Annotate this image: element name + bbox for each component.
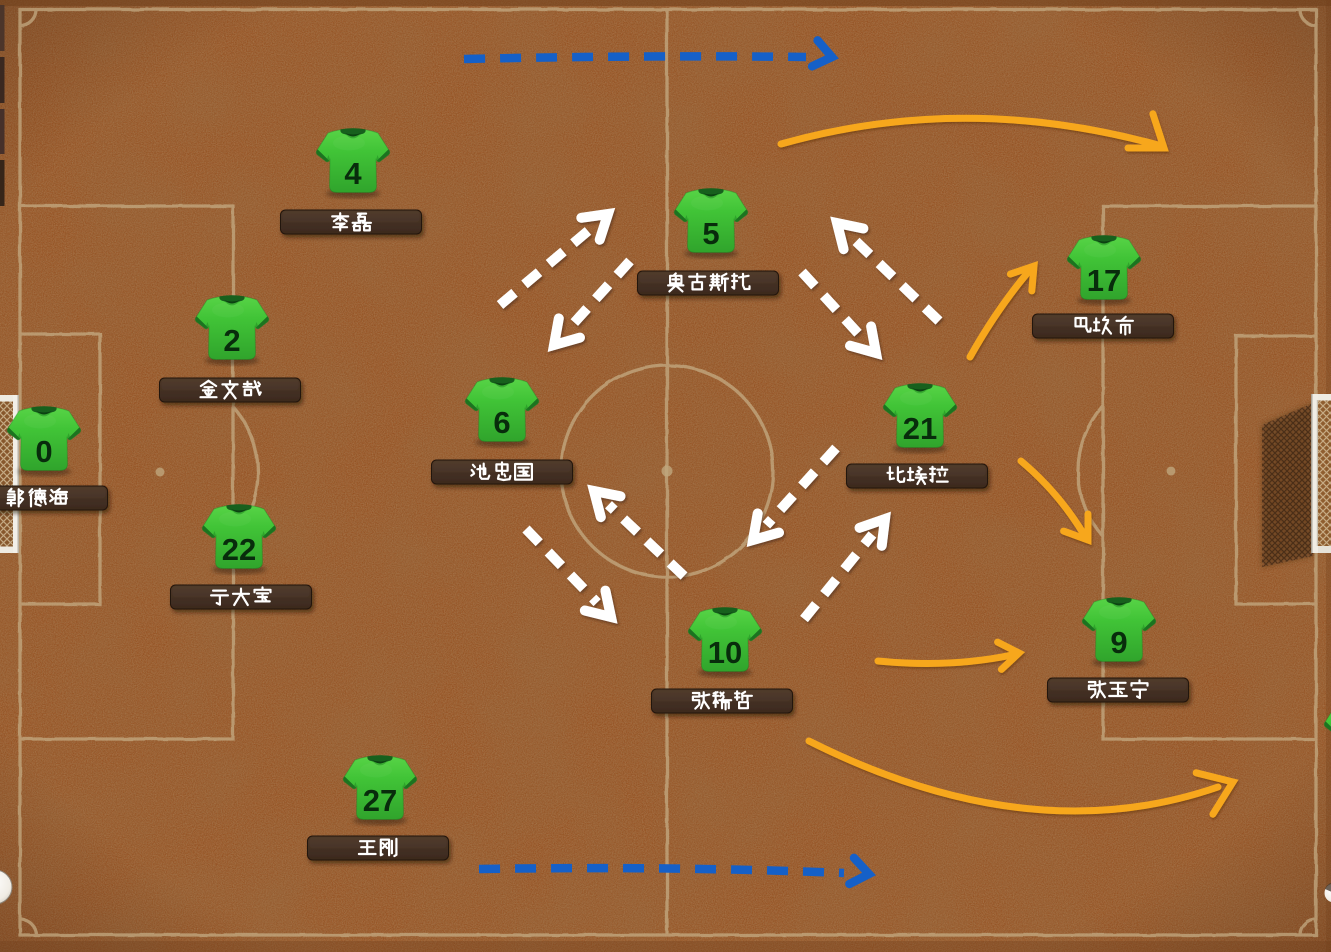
svg-text:2: 2 xyxy=(223,323,240,358)
svg-text:0: 0 xyxy=(35,434,52,469)
svg-text:17: 17 xyxy=(1087,263,1121,298)
svg-text:22: 22 xyxy=(222,532,256,567)
svg-text:27: 27 xyxy=(363,783,397,818)
svg-text:6: 6 xyxy=(493,405,510,440)
svg-text:10: 10 xyxy=(708,635,742,670)
svg-text:9: 9 xyxy=(1110,625,1127,660)
svg-text:5: 5 xyxy=(702,216,719,251)
svg-text:21: 21 xyxy=(903,411,937,446)
svg-text:4: 4 xyxy=(344,156,362,191)
